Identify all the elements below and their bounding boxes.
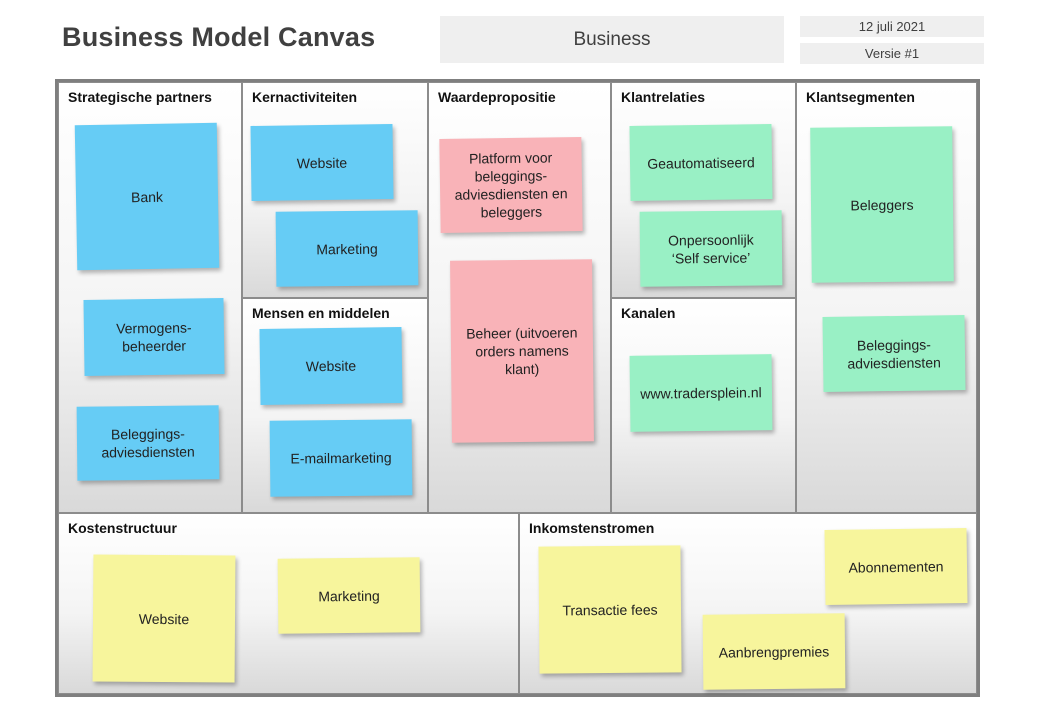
section-title: Mensen en middelen <box>252 305 390 321</box>
business-model-canvas: Strategische partners Kernactiviteiten M… <box>55 79 980 697</box>
sticky-note[interactable]: Beleggers <box>810 126 954 283</box>
sticky-note[interactable]: Marketing <box>277 557 421 634</box>
section-title: Kanalen <box>621 305 676 321</box>
sticky-note[interactable]: Bank <box>74 122 220 271</box>
sticky-note[interactable]: Onpersoonlijk ‘Self service’ <box>639 210 783 287</box>
sticky-note[interactable]: E-mailmarketing <box>269 419 413 497</box>
section-title: Strategische partners <box>68 89 212 105</box>
sticky-note[interactable]: Aanbrengpremies <box>702 613 846 690</box>
section-title: Klantrelaties <box>621 89 706 105</box>
sticky-note[interactable]: Beleggings- adviesdiensten <box>76 405 220 481</box>
sticky-note[interactable]: Abonnementen <box>824 528 968 605</box>
sticky-note[interactable]: Website <box>259 327 403 405</box>
sticky-note[interactable]: Website <box>92 554 236 683</box>
section-title: Kostenstructuur <box>68 520 177 536</box>
sticky-note[interactable]: Website <box>250 124 394 201</box>
sticky-note[interactable]: www.tradersplein.nl <box>629 354 773 432</box>
sticky-note[interactable]: Vermogens- beheerder <box>83 298 225 376</box>
date-box[interactable]: 12 juli 2021 <box>800 16 984 37</box>
section-title: Inkomstenstromen <box>529 520 655 536</box>
sticky-note[interactable]: Marketing <box>275 210 419 287</box>
sticky-note[interactable]: Beleggings- adviesdiensten <box>822 315 966 392</box>
section-title: Waardepropositie <box>438 89 556 105</box>
section-title: Klantsegmenten <box>806 89 915 105</box>
business-name-box[interactable]: Business <box>440 16 784 63</box>
sticky-note[interactable]: Geautomatiseerd <box>629 124 773 201</box>
sticky-note[interactable]: Platform voor beleggings- adviesdiensten… <box>439 137 583 233</box>
version-box[interactable]: Versie #1 <box>800 43 984 64</box>
sticky-note[interactable]: Beheer (uitvoeren orders namens klant) <box>450 259 594 443</box>
section-title: Kernactiviteiten <box>252 89 358 105</box>
sticky-note[interactable]: Transactie fees <box>538 545 682 674</box>
page-title: Business Model Canvas <box>62 22 376 52</box>
